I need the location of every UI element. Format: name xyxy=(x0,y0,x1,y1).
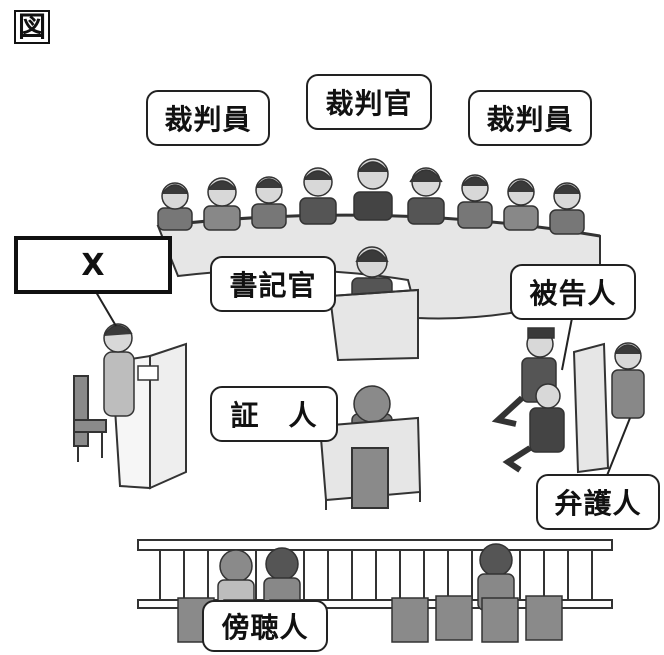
clerk-label: 書記官 xyxy=(210,256,336,312)
audience-label: 傍聴人 xyxy=(202,600,328,652)
defendant-label-pointer xyxy=(561,317,573,371)
person-seat-2 xyxy=(203,177,241,231)
x-role-figure xyxy=(103,323,159,417)
person-seat-1 xyxy=(157,182,193,231)
clerk-desk xyxy=(328,288,419,362)
lawyer-figure xyxy=(611,342,645,419)
person-seat-5-judge xyxy=(353,158,393,221)
officer-figure xyxy=(502,383,565,473)
judge-label: 裁判官 xyxy=(306,74,432,130)
person-seat-6 xyxy=(407,167,445,225)
witness-stand xyxy=(318,416,422,510)
witness-label: 証 人 xyxy=(210,386,338,442)
juror-left-label: 裁判員 xyxy=(146,90,270,146)
x-label-pointer xyxy=(95,291,117,327)
x-role-chair xyxy=(73,375,107,462)
person-seat-3 xyxy=(251,176,287,229)
bench-people xyxy=(157,158,585,235)
person-seat-8 xyxy=(503,178,539,231)
lawyer-label-pointer xyxy=(605,417,631,479)
figure-label: 図 xyxy=(14,10,51,44)
unknown-role-x-box: X xyxy=(14,236,172,294)
defendant-figure xyxy=(491,327,557,427)
person-seat-4 xyxy=(299,167,337,225)
defendant-label: 被告人 xyxy=(510,264,636,320)
defense-desk xyxy=(572,342,610,474)
juror-right-label: 裁判員 xyxy=(468,90,592,146)
defense-lawyer-label: 弁護人 xyxy=(536,474,660,530)
person-seat-9 xyxy=(549,182,585,235)
person-seat-7 xyxy=(457,174,493,229)
